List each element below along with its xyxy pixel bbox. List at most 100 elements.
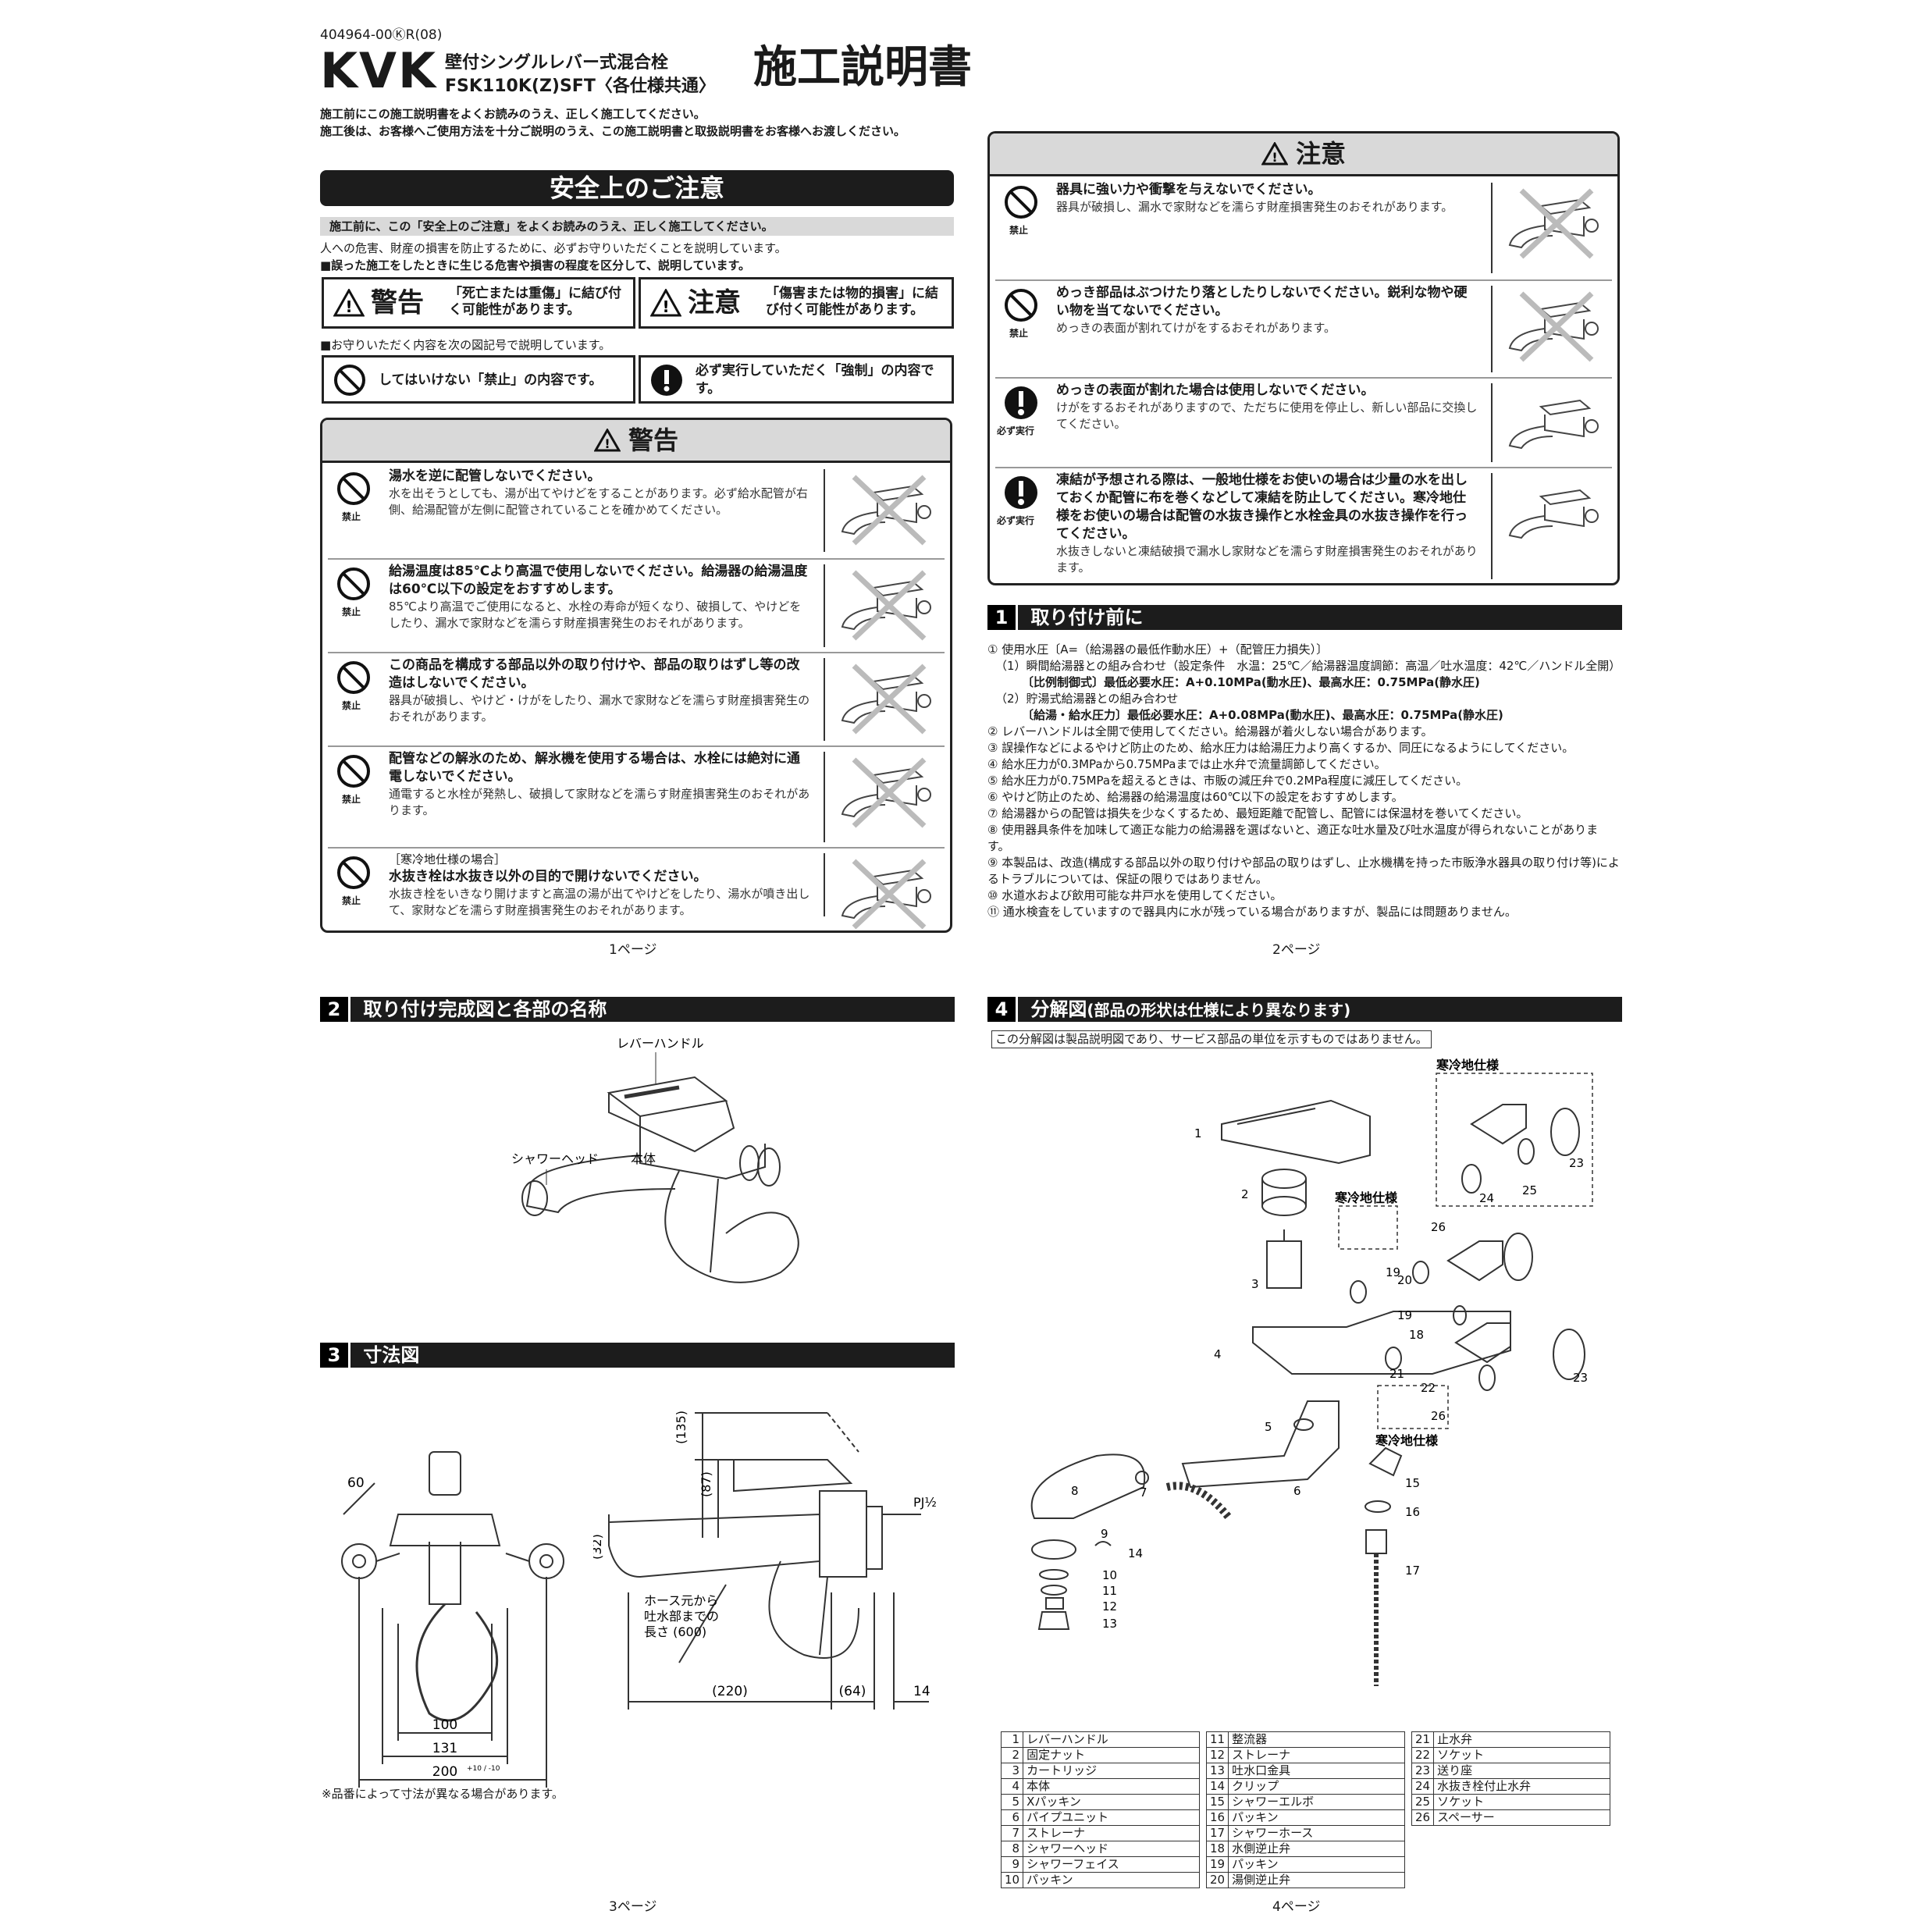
callout-number: 18 [1409, 1328, 1424, 1342]
callout-number: 6 [1293, 1484, 1301, 1498]
part-number: 10 [1000, 1872, 1024, 1888]
faucet-illustration-icon [1508, 291, 1599, 362]
part-number: 9 [1000, 1856, 1024, 1873]
callout-number: 16 [1405, 1505, 1420, 1519]
faucet-illustration-icon [1508, 399, 1599, 450]
sec1-line: ⑪ 通水検査をしていますので器具内に水が残っている場合がありますが、製品には問題… [987, 905, 1517, 919]
warning-body: 水抜き栓をいきなり開けますと高温の湯が出てやけどをしたり、湯水が噴き出して、家財… [389, 887, 810, 917]
faucet-illustration-icon [1508, 489, 1599, 539]
part-name: 固定ナット [1023, 1747, 1200, 1763]
caution-triangle-icon: ! [650, 289, 681, 317]
dimension-front-view: 60 100 131 200 +10 / -10 [341, 1451, 564, 1788]
sec4-title: 分解図 [1030, 998, 1087, 1020]
part-number: 23 [1411, 1763, 1435, 1779]
caution-body: めっきの表面が割れてけがをするおそれがあります。 [1056, 321, 1336, 335]
dim-pj: PJ½ [913, 1495, 937, 1510]
faucet-illustration-icon [841, 664, 931, 735]
part-name: 整流器 [1228, 1731, 1405, 1748]
part-number: 19 [1205, 1856, 1229, 1873]
cold-label-top: 寒冷地仕様 [1436, 1058, 1500, 1073]
label-lever-handle: レバーハンドル [617, 1038, 704, 1051]
callout-number: 12 [1102, 1599, 1117, 1614]
warning-body: 水を出そうとしても、湯が出てやけどをすることがあります。必ず給水配管が右側、給湯… [389, 486, 808, 517]
page-label-4: 4ページ [1272, 1899, 1321, 1915]
caution-head: 器具に強い力や衝撃を与えないでください。 [1056, 182, 1322, 197]
warning-item: 禁止給湯温度は85℃より高温で使用しないでください。給湯器の給湯温度は60℃以下… [328, 558, 945, 653]
intro-line-2: 施工後は、お客様へご使用方法を十分ご説明のうえ、この施工説明書と取扱説明書をお客… [320, 124, 906, 138]
callout-number: 3 [1251, 1277, 1259, 1291]
warning-head: 給湯温度は85℃より高温で使用しないでください。給湯器の給湯温度は60℃以下の設… [389, 564, 808, 597]
part-number: 14 [1205, 1778, 1229, 1795]
warning-head: 配管などの解氷のため、解氷機を使用する場合は、水栓には絶対に通電しないでください… [389, 751, 800, 785]
caution-item: 禁止器具に強い力や衝撃を与えないでください。器具が破損し、漏水で家財などを濡らす… [995, 178, 1612, 279]
sec1-line: ⑥ やけど防止のため、給湯器の給湯温度は60℃以下の設定をおすすめします。 [987, 790, 1404, 804]
caution-label: 注意 [688, 287, 741, 318]
callout-number: 8 [1071, 1484, 1079, 1498]
part-number: 24 [1411, 1778, 1435, 1795]
svg-text:!: ! [1272, 150, 1277, 165]
callout-number: 14 [1128, 1546, 1143, 1560]
callout-number: 17 [1405, 1564, 1420, 1578]
safety-line-1: 人への危害、財産の損害を防止するために、必ずお守りいただくことを説明しています。 [320, 241, 787, 255]
warning-desc: 「死亡または重傷」に結び付く可能性があります。 [449, 286, 621, 318]
part-name: 本体 [1023, 1778, 1200, 1795]
intro-line-1: 施工前にこの施工説明書をよくお読みのうえ、正しく施工してください。 [320, 107, 706, 121]
part-number: 6 [1000, 1809, 1024, 1826]
mandatory-icon [1005, 386, 1037, 419]
part-number: 26 [1411, 1809, 1435, 1826]
part-name: 水抜き栓付止水弁 [1433, 1778, 1610, 1795]
warning-head: 湯水を逆に配管しないでください。 [389, 468, 601, 484]
part-name: パッキン [1023, 1872, 1200, 1888]
prohibit-icon [337, 568, 370, 600]
callout-number: 26 [1431, 1220, 1446, 1234]
part-name: 吐水口金具 [1228, 1763, 1405, 1779]
part-number: 16 [1205, 1809, 1229, 1826]
safety-line-2: ■誤った施工をしたときに生じる危害や損害の程度を区分して、説明しています。 [320, 258, 751, 272]
callout-number: 22 [1421, 1381, 1436, 1395]
part-number: 21 [1411, 1731, 1435, 1748]
callout-number: 21 [1389, 1367, 1404, 1381]
dim-200-tolerance: +10 / -10 [467, 1765, 500, 1773]
sec1-line: 〔給湯・給水圧力〕最低必要水圧：A+0.08MPa(動水圧)、最高水圧：0.75… [1022, 708, 1503, 722]
label-body: 本体 [631, 1151, 656, 1166]
part-number: 18 [1205, 1841, 1229, 1857]
sec1-line: ③ 誤操作などによるやけど防止のため、給水圧力は給湯圧力より高くするか、同圧にな… [987, 741, 1574, 755]
part-name: パッキン [1228, 1809, 1405, 1826]
warning-triangle-icon: ! [593, 427, 621, 452]
callout-number: 2 [1241, 1187, 1249, 1201]
callout-number: 4 [1214, 1347, 1222, 1361]
dim-200: 200 [432, 1764, 457, 1780]
sec1-header: 1 取り付け前に [987, 605, 1622, 630]
part-number: 4 [1000, 1778, 1024, 1795]
callout-number: 25 [1522, 1183, 1537, 1197]
part-number: 2 [1000, 1747, 1024, 1763]
brand-logo: KVK [320, 42, 438, 99]
dim-135: (135) [674, 1411, 688, 1444]
cold-label-mid: 寒冷地仕様 [1334, 1190, 1398, 1205]
product-name: 壁付シングルレバー式混合栓 [445, 53, 669, 73]
dim-100: 100 [432, 1717, 457, 1733]
part-name: レバーハンドル [1023, 1731, 1200, 1748]
callout-number: 15 [1405, 1476, 1420, 1490]
sec1-line: ⑤ 給水圧力が0.75MPaを超えるときは、市販の減圧弁で0.2MPa程度に減圧… [987, 774, 1468, 788]
faucet-complete-figure: レバーハンドル シャワーヘッド 本体 [511, 1038, 799, 1283]
dimension-side-view: (135) (87) (32) (220) (64) 14 PJ½ ホース元から… [593, 1411, 937, 1710]
caution-tag: 必ず実行 [997, 515, 1035, 526]
warning-item: 禁止［寒冷地仕様の場合］水抜き栓は水抜き以外の目的で開けないでください。水抜き栓… [328, 847, 945, 930]
sec1-title: 取り付け前に [1030, 607, 1144, 628]
sec1-line: （1）瞬間給湯器との組み合わせ（設定条件 水温：25℃／給湯器温度調節：高温／吐… [995, 659, 1621, 673]
mandatory-legend: 必ず実行していただく「強制」の内容です。 [639, 355, 954, 404]
caution-desc: 「傷害または物的損害」に結び付く可能性があります。 [766, 286, 938, 318]
warning-body: 85℃より高温でご使用になると、水栓の寿命が短くなり、破損して、やけどをしたり、… [389, 600, 802, 630]
part-name: シャワーヘッド [1023, 1841, 1200, 1857]
sec3-number: 3 [320, 1343, 350, 1368]
